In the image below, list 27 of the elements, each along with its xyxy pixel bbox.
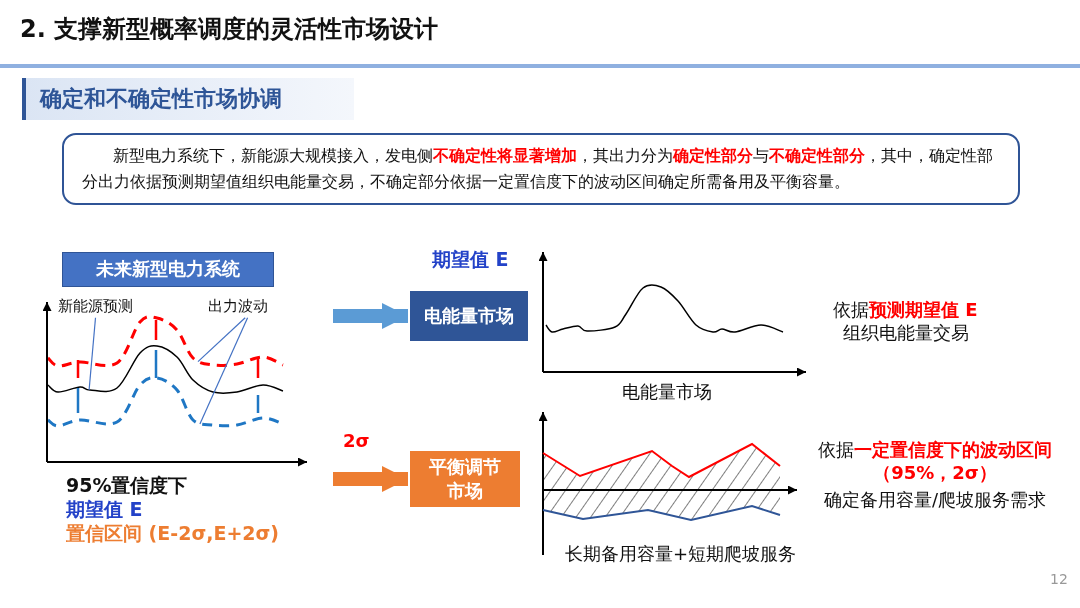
leader-line [199, 317, 249, 425]
axis-caption: 电能量市场 [622, 381, 712, 404]
leader-line [197, 317, 246, 363]
market-box: 电能量市场 [410, 291, 528, 341]
leader-line [88, 317, 97, 391]
heading-box: 未来新型电力系统 [62, 252, 274, 287]
sigma-label: 2σ [343, 430, 370, 453]
legend-text: 期望值 E [66, 498, 143, 522]
legend-text: 95%置信度下 [66, 474, 188, 498]
market-box: 平衡调节市场 [410, 451, 520, 507]
axis-caption: 长期备用容量+短期爬坡服务 [565, 543, 797, 566]
summary-box: 新型电力系统下，新能源大规模接入，发电侧不确定性将显著增加，其出力分为确定性部分与不确定性部分，其中，确定性部分出力依据预测期望值组织电能量交易，不确定部分依据一定置信度下的波动区间确定所需备用及平衡容量。 [62, 133, 1020, 205]
block-arrow [333, 466, 408, 492]
description-text: 确定备用容量/爬坡服务需求 [822, 489, 1048, 512]
forecast-curve [47, 345, 284, 394]
callout-text: 新能源预测 [58, 297, 133, 316]
slide-title: 2. 支撑新型概率调度的灵活性市场设计 [20, 14, 439, 44]
callout-text: 出力波动 [208, 297, 268, 316]
description-text: 依据一定置信度下的波动区间（95%，2σ） [817, 439, 1053, 484]
legend-text: 置信区间 (E-2σ,E+2σ) [66, 522, 279, 546]
page-number: 12 [1050, 571, 1068, 589]
description-text: 依据预测期望值 E [833, 299, 978, 322]
upper-bound-curve [46, 315, 284, 368]
description-text: 组织电能量交易 [843, 322, 969, 345]
chart-annotation: 期望值 E [432, 248, 509, 272]
block-arrow [333, 303, 408, 329]
section-heading: 确定和不确定性市场协调 [22, 78, 354, 120]
